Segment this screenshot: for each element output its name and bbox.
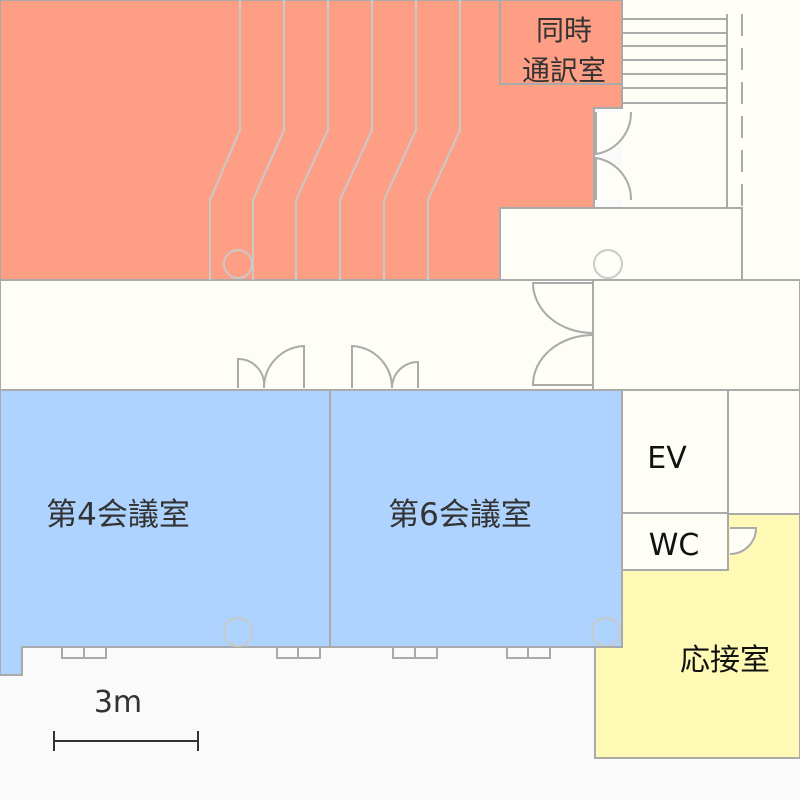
reception-room [594,513,800,759]
hall-column-1 [223,249,253,279]
corridor-doors [531,280,594,390]
windows [61,647,551,659]
meeting-room-4-label: 第4会議室 [46,497,190,533]
interpretation-room-label-line1: 同時 [536,14,592,47]
elevator-label: EV [647,441,687,476]
restroom-label: WC [649,528,700,563]
interpretation-booth [499,0,622,85]
booth-doors [595,111,633,201]
room4-column [223,617,253,647]
meeting-room-doors [237,344,419,389]
scale-bar [53,731,199,751]
meeting-room-6-label: 第6会議室 [388,497,532,533]
reception-room-label: 応接室 [680,643,770,678]
right-service-area [727,389,800,515]
lobby-column [593,249,623,279]
interpretation-room-label-line2: 通訳室 [522,54,606,87]
stairs [622,14,800,281]
meeting-room-6 [329,389,623,648]
restroom-room [621,512,729,571]
seating-rows [209,0,461,280]
restroom-door [729,527,758,555]
scale-bar-label: 3m [94,685,142,720]
